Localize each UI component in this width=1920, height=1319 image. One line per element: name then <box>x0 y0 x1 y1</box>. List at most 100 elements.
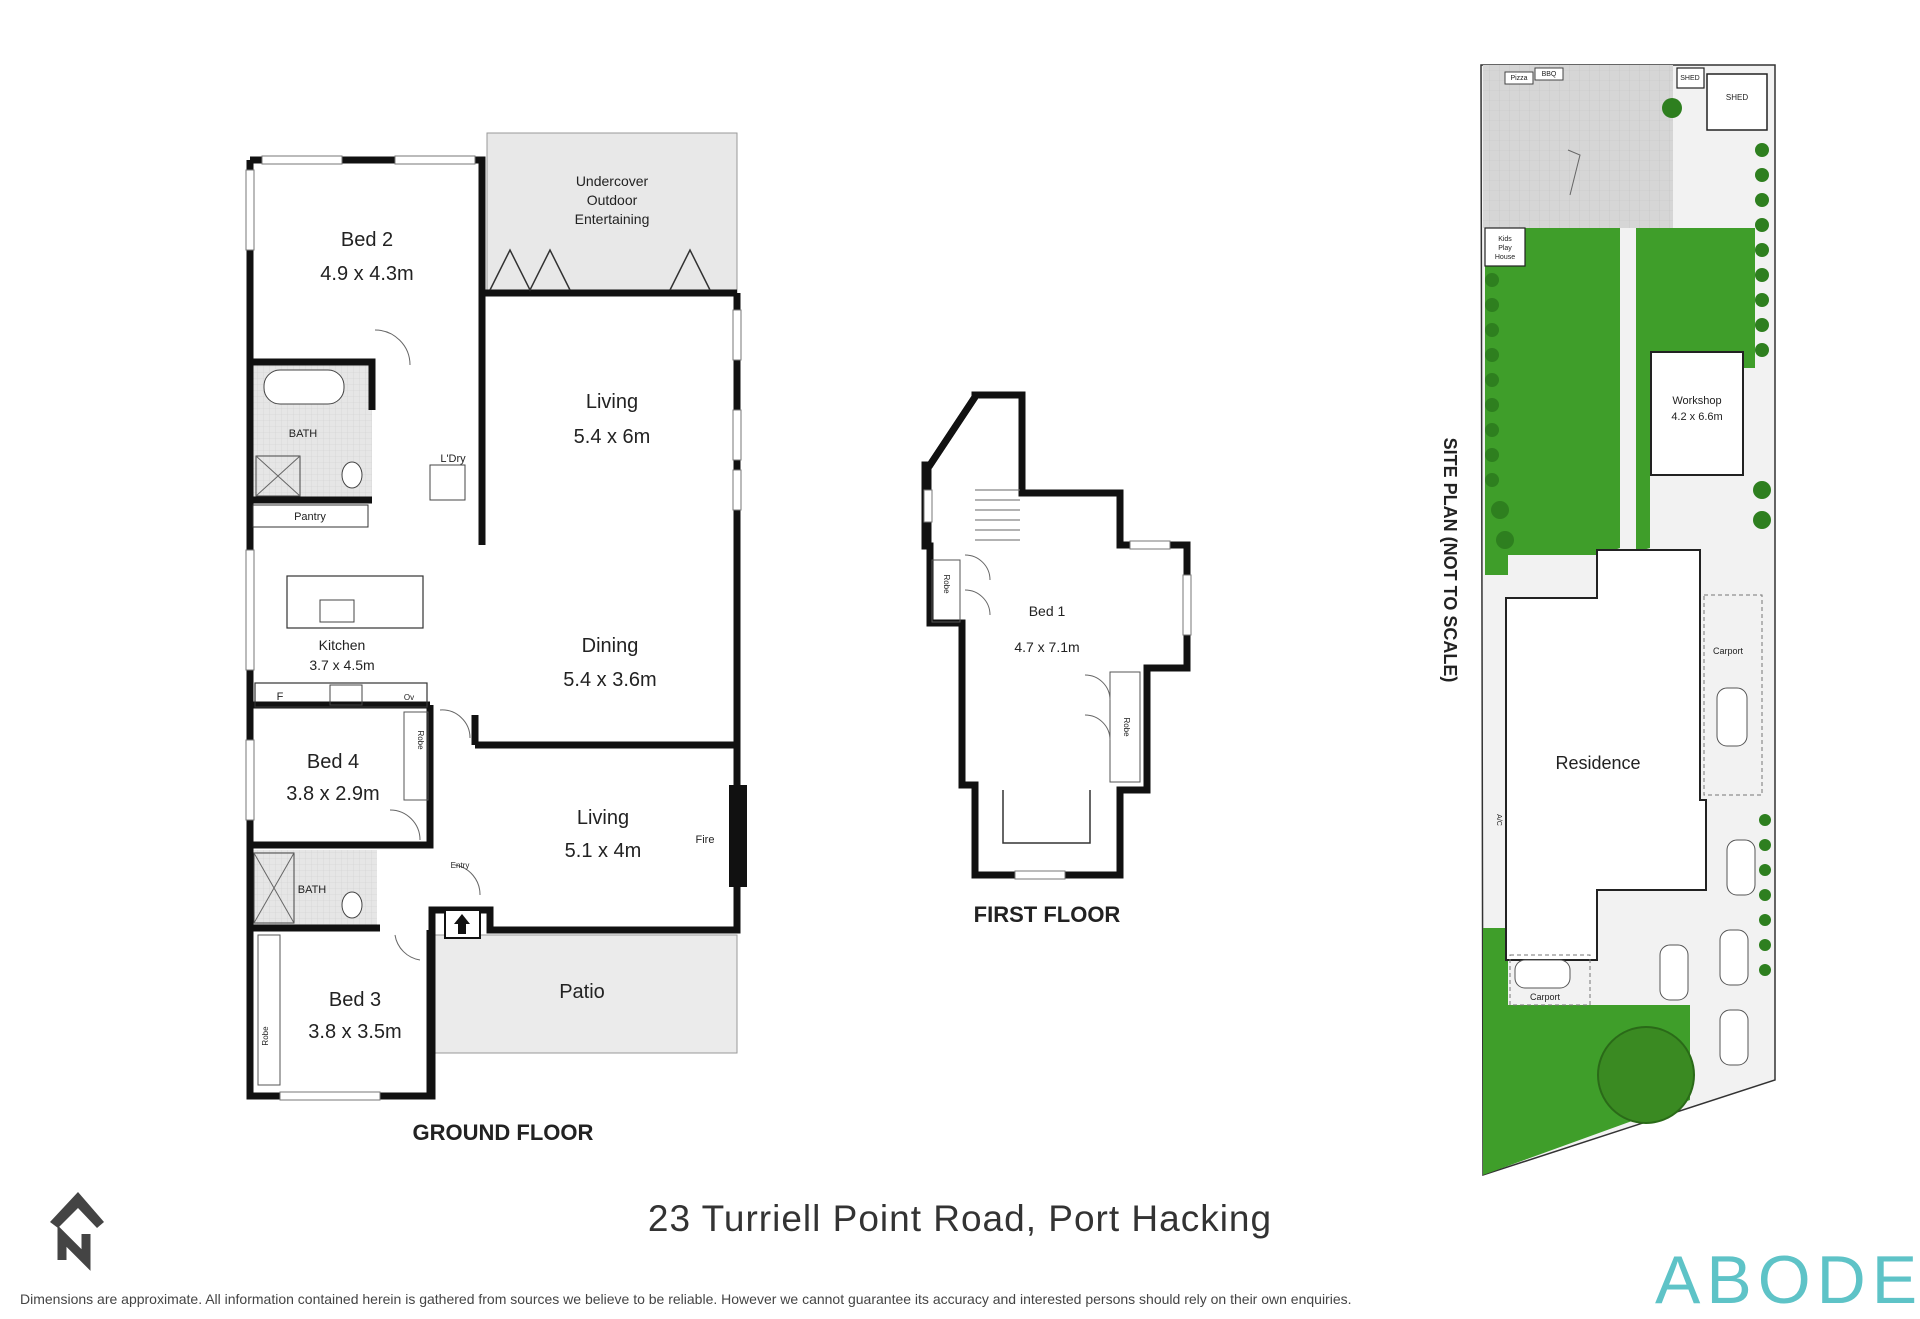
door-swing <box>374 329 411 366</box>
shower-icon <box>255 455 301 497</box>
bed2-name: Bed 2 <box>341 229 393 251</box>
property-address: 23 Turriell Point Road, Port Hacking <box>647 1198 1273 1239</box>
toilet-icon <box>341 461 363 489</box>
bed4-name: Bed 4 <box>307 751 359 773</box>
robe-bed4-label: Robe <box>416 730 425 750</box>
residence-building <box>1505 549 1707 961</box>
window <box>245 739 255 821</box>
rear-lawn <box>1485 228 1620 575</box>
living1-size: 5.4 x 6m <box>574 426 651 448</box>
disclaimer-text: Dimensions are approximate. All informat… <box>20 1291 1352 1307</box>
robe-right <box>1109 671 1141 783</box>
pizza-label: Pizza <box>1510 75 1527 82</box>
ground-floor-plan: Bed 2 4.9 x 4.3m Undercover Outdoor Ente… <box>245 132 747 1145</box>
window <box>1014 870 1066 880</box>
shed-building <box>1706 73 1768 131</box>
bed2-size: 4.9 x 4.3m <box>320 263 413 285</box>
site-plan: Pizza BBQ SHED SHED Kids Play House Work… <box>1440 64 1776 1177</box>
workshop-building <box>1650 351 1744 476</box>
window <box>245 549 255 671</box>
window <box>279 1091 381 1101</box>
bath2-label: BATH <box>298 884 327 896</box>
dining-name: Dining <box>582 635 639 657</box>
ground-floor-title: GROUND FLOOR <box>413 1120 594 1145</box>
kids-label: Kids <box>1498 236 1512 243</box>
window <box>1129 540 1171 550</box>
door-swing <box>394 934 421 961</box>
tree-icon <box>1597 1026 1695 1124</box>
bathtub-icon <box>263 369 345 405</box>
door-swing <box>389 809 421 841</box>
entry-label: Entry <box>451 861 470 870</box>
window <box>923 489 933 523</box>
kitchen-island <box>286 575 424 629</box>
bed1-name: Bed 1 <box>1029 603 1066 619</box>
kitchen-bench <box>254 682 428 708</box>
car-icon <box>1719 1009 1749 1066</box>
bifold-doors <box>489 248 711 292</box>
residence-label: Residence <box>1555 753 1640 773</box>
undercover-label: Outdoor <box>587 192 638 208</box>
site-plan-title: SITE PLAN (NOT TO SCALE) <box>1440 438 1460 683</box>
first-floor-title: FIRST FLOOR <box>974 902 1121 927</box>
living2-name: Living <box>577 807 629 829</box>
shed-small-label: SHED <box>1680 75 1699 82</box>
bed4-size: 3.8 x 2.9m <box>286 783 379 805</box>
workshop-size: 4.2 x 6.6m <box>1671 411 1722 423</box>
bed3-name: Bed 3 <box>329 989 381 1011</box>
living2-size: 5.1 x 4m <box>565 840 642 862</box>
car-icon <box>1716 687 1748 747</box>
fire-label: Fire <box>696 834 715 846</box>
bbq <box>1534 67 1564 81</box>
bed1-size: 4.7 x 7.1m <box>1014 639 1079 655</box>
living1-name: Living <box>586 391 638 413</box>
window <box>245 169 255 251</box>
robe-left <box>931 559 961 623</box>
window <box>394 155 476 165</box>
robe-bed3-label: Robe <box>261 1026 270 1046</box>
kids-play-house <box>1484 227 1526 267</box>
kids-label: Play <box>1498 245 1512 252</box>
patio-area <box>431 934 738 1054</box>
pantry-label: Pantry <box>294 511 326 523</box>
robe-bed4 <box>403 711 429 801</box>
entry-arrow-icon <box>454 914 470 934</box>
sink-icon <box>319 599 355 623</box>
first-floor-plan: Bed 1 4.7 x 7.1m Robe Robe FIRST FLOOR <box>921 391 1192 927</box>
bath1-label: BATH <box>289 428 318 440</box>
pizza-oven <box>1504 71 1534 85</box>
laundry-tub <box>429 464 466 501</box>
undercover-label: Entertaining <box>575 211 650 227</box>
car-icon <box>1726 839 1756 896</box>
rear-paving <box>1483 65 1673 228</box>
stairs <box>975 489 1020 541</box>
toilet-icon <box>341 891 363 919</box>
carport-right <box>1703 594 1763 796</box>
pantry-cupboard <box>252 504 369 528</box>
bed3-size: 3.8 x 3.5m <box>308 1021 401 1043</box>
shower-icon <box>253 852 295 924</box>
laundry-label: L'Dry <box>440 453 466 465</box>
dining-size: 5.4 x 3.6m <box>563 669 656 691</box>
patio-label: Patio <box>559 981 605 1003</box>
shed-small-building <box>1676 67 1705 89</box>
kids-label: House <box>1495 254 1515 261</box>
oven-label: Ov <box>404 693 414 702</box>
kitchen-size: 3.7 x 4.5m <box>309 657 374 673</box>
window <box>732 309 742 361</box>
window <box>732 409 742 461</box>
door-swing <box>439 709 471 739</box>
fridge-label: F <box>277 691 284 703</box>
undercover-label: Undercover <box>576 173 649 189</box>
side-lawn <box>1636 228 1755 552</box>
brand-logo: ABODE <box>1655 1242 1920 1318</box>
window <box>261 155 343 165</box>
window <box>732 469 742 511</box>
carport-bottom-label: Carport <box>1530 992 1561 1002</box>
carport-bottom <box>1509 954 1591 1006</box>
carport-right-label: Carport <box>1713 646 1744 656</box>
ac-label: A/C <box>1495 814 1502 826</box>
undercover-area <box>486 132 738 294</box>
car-icon <box>1659 944 1689 1001</box>
